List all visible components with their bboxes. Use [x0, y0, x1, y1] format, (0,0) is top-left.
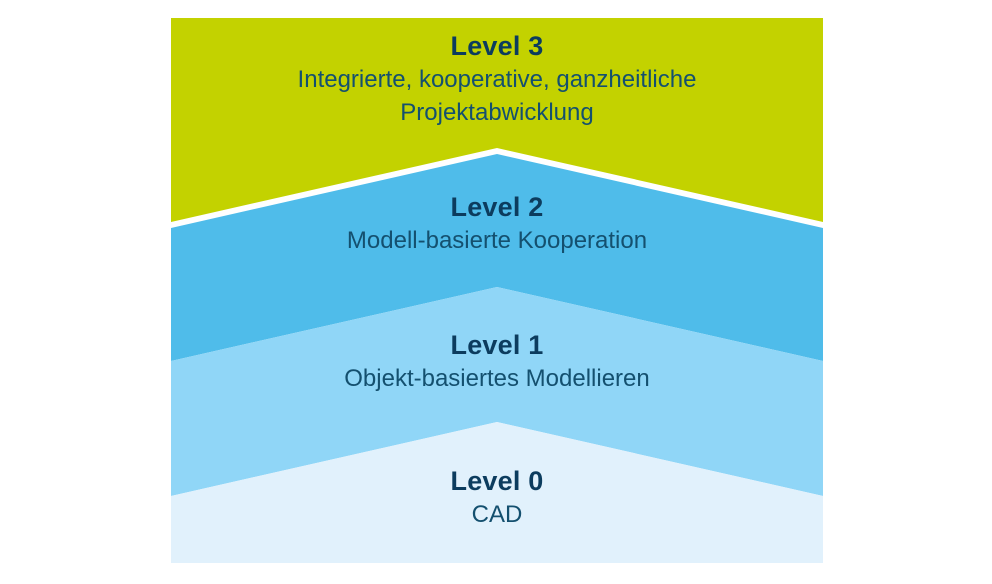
level-0-band[interactable] — [171, 422, 823, 563]
level-1-band[interactable] — [171, 287, 823, 496]
level-3-band[interactable] — [171, 18, 823, 222]
level-2-band[interactable] — [171, 154, 823, 361]
